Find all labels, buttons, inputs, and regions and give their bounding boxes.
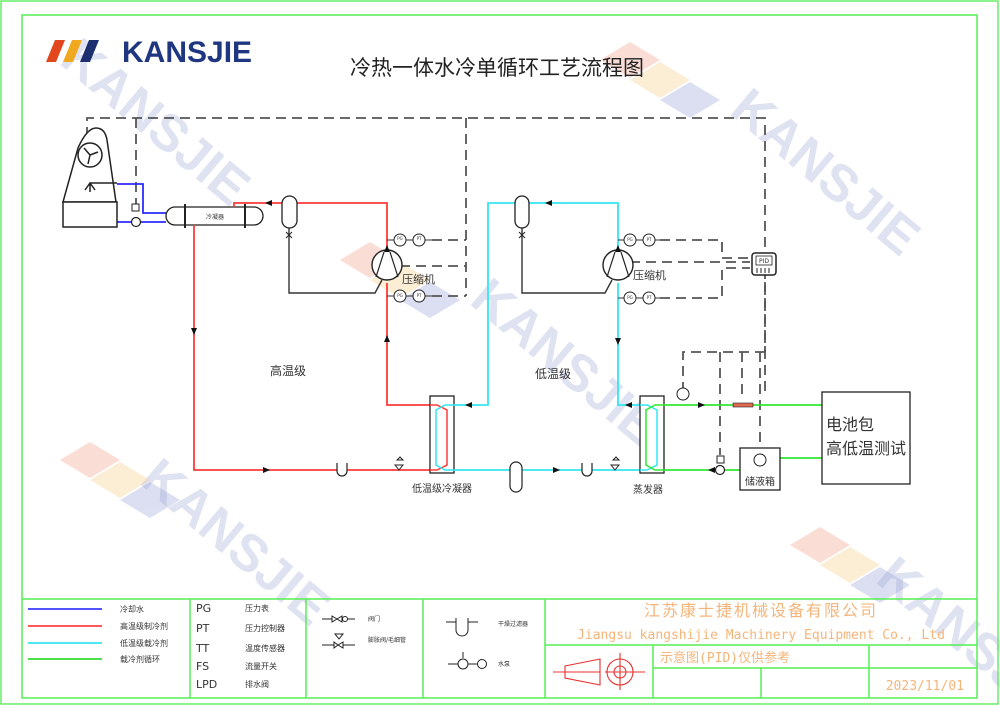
- date-text: 2023/11/01: [886, 679, 964, 694]
- symbol-label: 阀门: [368, 615, 380, 623]
- abbr-desc: 温度传感器: [245, 643, 285, 653]
- evaporator-label: 蒸发器: [633, 483, 663, 496]
- logo-stripe-red: [46, 40, 65, 62]
- abbreviation-legend: PG 压力表 PT 压力控制器 TT 温度传感器 FS 流量开关 LPD 排水阀: [195, 602, 285, 691]
- cooling-water-pump: [130, 203, 142, 228]
- gauge-label: PT: [417, 293, 422, 298]
- valve-icon: [322, 615, 355, 623]
- coolant-pump-icon: [714, 464, 726, 476]
- abbr-code: FS: [196, 660, 209, 673]
- gauge-label: PG: [627, 237, 633, 242]
- abbr-desc: 压力表: [245, 603, 269, 613]
- symbol-legend: 阀门 膨胀阀/毛细管 干燥过滤器 水泵: [322, 615, 528, 670]
- stage-high-label: 高温级: [270, 363, 306, 378]
- abbr-code: PG: [196, 602, 211, 615]
- note-text: 示意图(PID)仅供参考: [660, 650, 790, 666]
- pressure-transmitter-icon: [412, 289, 426, 303]
- pressure-transmitter-icon: [642, 233, 656, 247]
- pressure-transmitter-icon: [412, 233, 426, 247]
- company-name-cn: 江苏康士捷机械设备有限公司: [644, 601, 878, 620]
- abbr-desc: 压力控制器: [245, 623, 285, 633]
- company-name-en: Jiangsu kangshijie Machinery Equipment C…: [577, 628, 945, 643]
- logo-text: KANSJIE: [122, 36, 252, 69]
- abbr-desc: 排水阀: [245, 679, 269, 689]
- legend-label: 高温级制冷剂: [120, 621, 168, 631]
- abbr-desc: 流量开关: [245, 661, 277, 671]
- watermark-text: KANSJIE: [720, 78, 930, 267]
- legend-label: 载冷剂循环: [120, 654, 160, 664]
- gauge-label: PG: [397, 293, 403, 298]
- load-label-line2: 高低温测试: [826, 439, 906, 458]
- pressure-gauge-icon: [393, 289, 407, 303]
- high-suction-line: [288, 228, 613, 294]
- legend-label: 低温级载冷剂: [120, 638, 168, 648]
- receiver-low: [514, 195, 530, 239]
- cooling-tower: [62, 127, 118, 228]
- symbol-label: 膨胀阀/毛细管: [368, 636, 406, 644]
- line-legend: 冷却水 高温级制冷剂 低温级载冷剂 载冷剂循环: [28, 604, 168, 664]
- abbr-code: PT: [196, 622, 210, 635]
- title-block: 江苏康士捷机械设备有限公司 Jiangsu kangshijie Machine…: [553, 601, 964, 694]
- pressure-gauge-icon: [393, 233, 407, 247]
- watermark-diamonds: [60, 42, 910, 603]
- abbr-code: LPD: [196, 678, 217, 691]
- cascade-condenser-label: 低温级冷凝器: [412, 482, 472, 495]
- cascade-condenser: 低温级冷凝器: [412, 395, 472, 495]
- water-pump-icon: [448, 652, 487, 670]
- fan-icon: [77, 142, 103, 168]
- pressure-gauge-icon: [623, 233, 637, 247]
- inner-frame: [21, 14, 978, 699]
- compressor-low-label: 压缩机: [633, 268, 666, 282]
- liquid-tank: 储液箱: [739, 447, 781, 491]
- expansion-valve-icon: [322, 633, 355, 649]
- condenser-label: 冷凝器: [206, 213, 224, 221]
- projection-symbol-icon: [553, 653, 645, 690]
- symbol-label: 水泵: [498, 660, 510, 668]
- pressure-transmitter-icon: [642, 291, 656, 305]
- flow-switch-icon: [716, 455, 725, 464]
- heater-icon: [732, 402, 754, 408]
- gauge-label: PT: [417, 236, 422, 241]
- tank-label: 储液箱: [745, 475, 775, 488]
- filter-drier-icon: [336, 463, 348, 477]
- expansion-valve-low: [609, 456, 621, 471]
- legend-table: [22, 598, 977, 698]
- controller-label: PID: [759, 258, 769, 265]
- legend-label: 冷却水: [120, 604, 144, 614]
- gauge-label: PG: [627, 295, 633, 300]
- watermark-text: KANSJIE: [130, 448, 340, 637]
- logo-stripe-navy: [80, 40, 99, 62]
- flow-arrows: [191, 200, 715, 473]
- gauge-label: PT: [647, 295, 652, 300]
- pressure-gauge-icon: [623, 291, 637, 305]
- filter-drier-icon: [581, 463, 593, 477]
- stage-low-label: 低温级: [535, 367, 571, 381]
- receiver-high: [281, 195, 298, 239]
- abbr-code: TT: [195, 642, 210, 655]
- battery-pack-test: 电池包 高低温测试: [821, 391, 911, 485]
- logo-stripe-orange: [63, 40, 82, 62]
- pid-controller: PID: [751, 252, 777, 276]
- cooling-water-lines: [117, 183, 166, 223]
- compressor-high-label: 压缩机: [402, 272, 435, 286]
- gauges-high: PG PT PG PT: [387, 233, 432, 303]
- company-logo: KANSJIE: [46, 36, 252, 69]
- filter-drier-icon: [446, 618, 478, 637]
- load-label-line1: 电池包: [826, 415, 874, 434]
- gauge-label: PG: [397, 236, 403, 241]
- symbol-label: 干燥过滤器: [498, 620, 528, 628]
- level-gauge-icon: [753, 453, 767, 467]
- expansion-valve-high: [393, 456, 405, 471]
- accumulator-low: [509, 461, 523, 493]
- gauge-label: PT: [647, 237, 652, 242]
- diagram-title: 冷热一体水冷单循环工艺流程图: [350, 56, 644, 80]
- evaporator: 蒸发器: [633, 395, 665, 496]
- compressor-low: 压缩机: [602, 249, 666, 282]
- gauges-low: PG PT PG PT: [618, 233, 660, 305]
- water-cooled-condenser: 冷凝器: [165, 204, 264, 228]
- temperature-gauge-icon: [676, 387, 690, 401]
- watermark-text: KANSJIE: [460, 268, 670, 457]
